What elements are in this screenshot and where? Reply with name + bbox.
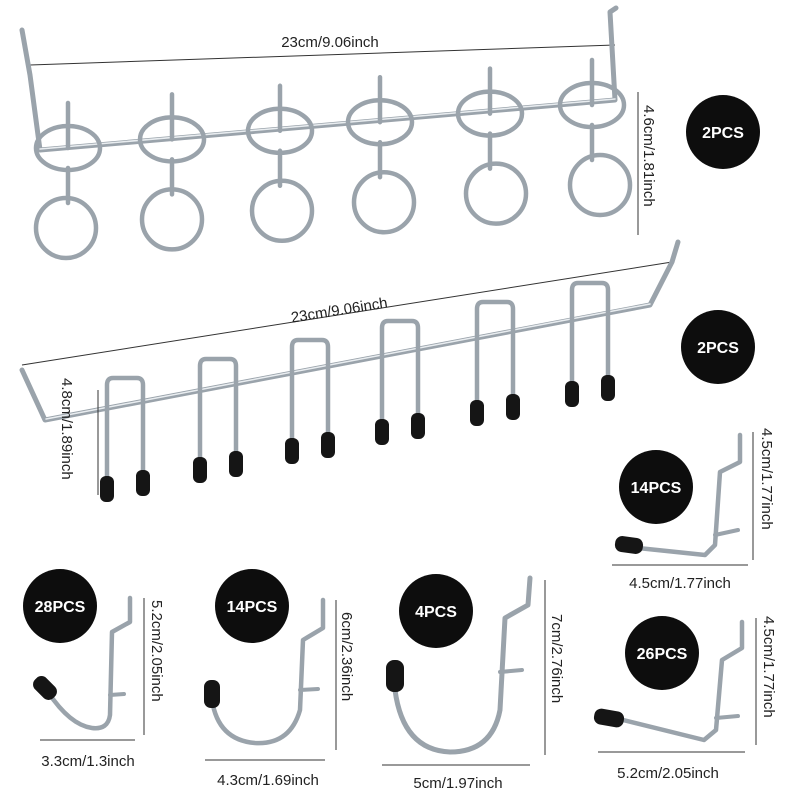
ring-hook: [245, 83, 315, 244]
ring-rack-width-line: [29, 44, 616, 66]
l-hook-long-qty-badge: [625, 616, 699, 690]
j-hook-medium-qty-badge: [215, 569, 289, 643]
j-hook-medium-qty-text: 14PCS: [227, 599, 278, 616]
j-hook-small-width-label: 3.3cm/1.3inch: [41, 753, 134, 770]
j-hook-large-width-label: 5cm/1.97inch: [413, 775, 502, 792]
u-hook: [285, 337, 335, 464]
ring-hook: [33, 100, 103, 261]
u-hook-tip: [506, 394, 520, 420]
j-hook-large-tip: [386, 660, 404, 692]
j-hook-medium: 14PCS 4.3cm/1.69inch 6cm/2.36inch: [204, 569, 355, 789]
l-hook-small-qty-text: 14PCS: [631, 480, 682, 497]
u-rack-width-line: [21, 261, 673, 366]
u-hook-tip: [565, 381, 579, 407]
u-hook: [565, 280, 615, 407]
l-hook-long: 26PCS 5.2cm/2.05inch 4.5cm/1.77inch: [593, 616, 777, 782]
ring-rack-qty-badge: [686, 95, 760, 169]
l-hook-small-tip: [614, 536, 644, 554]
u-hook: [470, 299, 520, 426]
ring-hook: [137, 92, 207, 252]
j-hook-medium-wire: [209, 597, 326, 746]
u-hook-tip: [601, 375, 615, 401]
l-hook-long-height-label: 4.5cm/1.77inch: [760, 616, 777, 718]
ring-rack-height-label: 4.6cm/1.81inch: [640, 105, 657, 207]
u-rack-rod: [19, 239, 681, 423]
u-hook-tip: [193, 457, 207, 483]
l-hook-long-tip: [593, 708, 625, 728]
l-hook-long-qty-text: 26PCS: [637, 646, 688, 663]
j-hook-large-wire: [392, 575, 533, 755]
j-hook-large: 4PCS 5cm/1.97inch 7cm/2.76inch: [382, 574, 565, 792]
u-hook: [100, 375, 150, 502]
l-hook-small-width-label: 4.5cm/1.77inch: [629, 575, 731, 592]
u-rack-width-label: 23cm/9.06inch: [290, 295, 389, 327]
j-hook-large-qty-badge: [399, 574, 473, 648]
u-hook: [375, 318, 425, 445]
u-hook: [193, 356, 243, 483]
j-hook-medium-tip: [204, 680, 220, 708]
l-hook-small-wire: [635, 432, 743, 558]
ring-hook: [345, 74, 417, 235]
j-hook-large-height-label: 7cm/2.76inch: [548, 614, 565, 703]
l-hook-long-wire: [612, 619, 745, 743]
ring-hook: [455, 66, 529, 226]
u-hook-tip: [375, 419, 389, 445]
u-hook-tip: [229, 451, 243, 477]
j-hook-small-height-label: 5.2cm/2.05inch: [148, 600, 165, 702]
u-hook-tip: [100, 476, 114, 502]
u-rack-height-label: 4.8cm/1.89inch: [58, 378, 75, 480]
ring-rack-rings: [33, 57, 633, 261]
l-hook-long-width-label: 5.2cm/2.05inch: [617, 765, 719, 782]
u-rack-qty-text: 2PCS: [697, 340, 739, 357]
u-hook-tip: [470, 400, 484, 426]
l-hook-small: 14PCS 4.5cm/1.77inch 4.5cm/1.77inch: [612, 428, 775, 592]
u-hook-tip: [136, 470, 150, 496]
u-hook-tip: [285, 438, 299, 464]
u-hook-tip: [411, 413, 425, 439]
j-hook-medium-width-label: 4.3cm/1.69inch: [217, 772, 319, 789]
ring-rack-qty-text: 2PCS: [702, 125, 744, 142]
l-hook-small-height-label: 4.5cm/1.77inch: [758, 428, 775, 530]
l-hook-small-qty-badge: [619, 450, 693, 524]
u-rack-qty-badge: [681, 310, 755, 384]
j-hook-small-qty-badge: [23, 569, 97, 643]
ring-rack-rod: [19, 5, 619, 153]
j-hook-small: 28PCS 3.3cm/1.3inch 5.2cm/2.05inch: [23, 569, 165, 770]
j-hook-small-wire: [45, 595, 133, 731]
j-hook-small-tip: [33, 676, 57, 700]
ring-hook: [557, 57, 633, 218]
u-rack-hooks: [100, 280, 615, 502]
j-hook-medium-height-label: 6cm/2.36inch: [338, 612, 355, 701]
ring-rack: 23cm/9.06inch 4.6cm/1.81inch 2PCS: [19, 5, 760, 261]
j-hook-large-qty-text: 4PCS: [415, 604, 457, 621]
j-hook-small-qty-text: 28PCS: [35, 599, 86, 616]
ring-rack-width-label: 23cm/9.06inch: [281, 34, 379, 51]
u-hook-tip: [321, 432, 335, 458]
